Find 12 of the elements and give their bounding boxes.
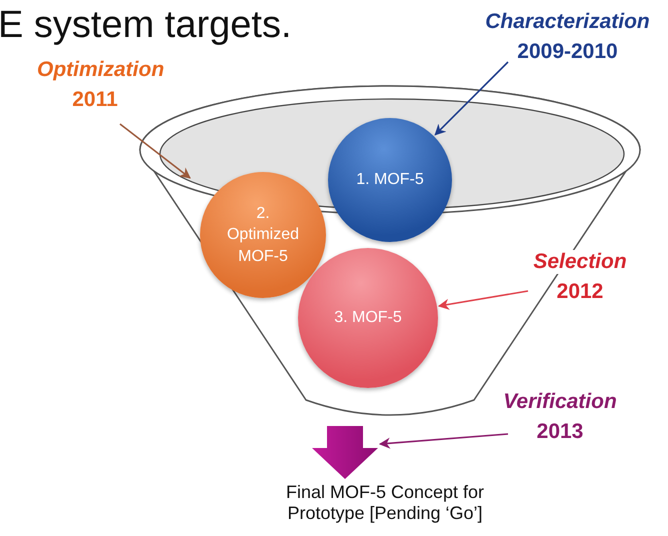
year-label: 2012 <box>556 280 604 304</box>
year-label: 2009-2010 <box>516 40 619 64</box>
stage-label: Selection <box>531 250 629 274</box>
arrow <box>438 290 528 310</box>
arrow <box>120 123 191 179</box>
stage-label: Optimization <box>35 58 166 82</box>
year-label: 2013 <box>536 420 584 444</box>
title: E system targets. <box>0 4 292 47</box>
result-text: Final MOF-5 Concept for Prototype [Pending ‘Go’] <box>255 482 515 524</box>
arrow <box>378 433 508 449</box>
arrow <box>434 61 509 136</box>
year-label: 2011 <box>71 88 119 112</box>
